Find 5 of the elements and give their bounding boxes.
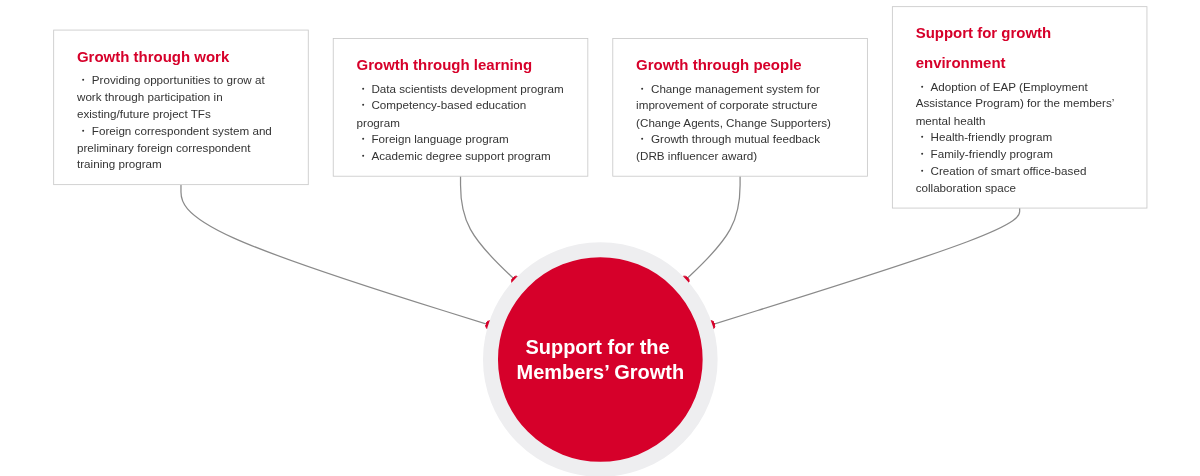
node-box: Growth through learning ・ Data scientists development program ・ Competency-based education program ・ Foreign language program ・ Academic degree support program: [332, 38, 588, 177]
node-box: Growth through work ・ Providing opportunities to grow at work through participation in existing/future project TFs ・ Foreign correspondent system and preliminary foreign correspondent training program: [52, 29, 309, 186]
node-circle: Support for the Members’ Growth: [482, 242, 718, 476]
node-box: Growth through people ・ Change management system for improvement of corporate structure (Change Agents, Change Supporters) ・ Growth through mutual feedback (DRB influencer award): [612, 38, 868, 177]
node-box: Support for growth environment ・ Adoption of EAP (Employment Assistance Program) for the members’ mental health ・ Health-friendly program ・ Family-friendly program ・ Creation of smart office-based collaboration space: [891, 6, 1148, 209]
